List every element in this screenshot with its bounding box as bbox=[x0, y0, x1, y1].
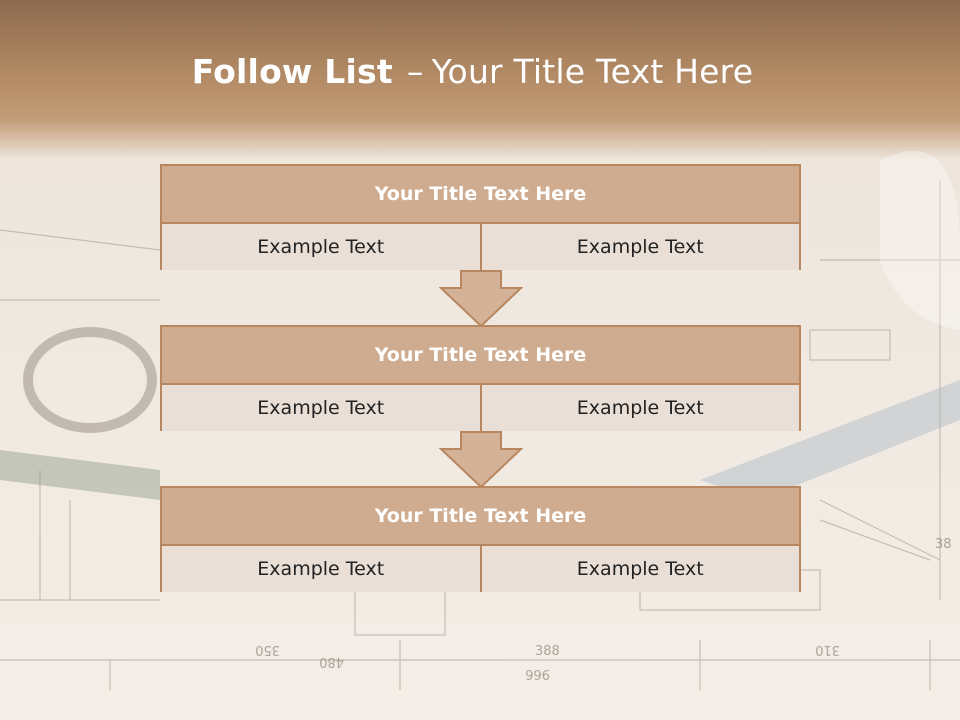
down-arrow-icon bbox=[439, 270, 523, 328]
step-cell-right: Example Text bbox=[481, 224, 799, 270]
step-row: Example Text Example Text bbox=[162, 385, 799, 431]
slide-title-rest: Your Title Text Here bbox=[431, 52, 754, 91]
step-title: Your Title Text Here bbox=[162, 327, 799, 385]
step-title: Your Title Text Here bbox=[162, 488, 799, 546]
scale-label: 350 bbox=[255, 642, 280, 657]
scale-label: 38 bbox=[935, 537, 952, 552]
step-cell-left: Example Text bbox=[162, 385, 482, 431]
step-cell-left: Example Text bbox=[162, 546, 482, 592]
scale-label: 966 bbox=[525, 666, 550, 681]
scale-label: 480 bbox=[319, 654, 344, 669]
down-arrow-icon bbox=[439, 431, 523, 489]
step-row: Example Text Example Text bbox=[162, 546, 799, 592]
step-title: Your Title Text Here bbox=[162, 166, 799, 224]
step-cell-right: Example Text bbox=[481, 385, 799, 431]
slide-title-dash: – bbox=[406, 52, 424, 91]
scale-label: 310 bbox=[815, 642, 840, 657]
slide-title: Follow List–Your Title Text Here bbox=[0, 52, 945, 91]
slide-title-bold: Follow List bbox=[191, 52, 393, 91]
step-box-3: Your Title Text Here Example Text Exampl… bbox=[160, 486, 801, 592]
scale-label: 388 bbox=[535, 644, 560, 659]
step-row: Example Text Example Text bbox=[162, 224, 799, 270]
step-box-1: Your Title Text Here Example Text Exampl… bbox=[160, 164, 801, 270]
step-box-2: Your Title Text Here Example Text Exampl… bbox=[160, 325, 801, 431]
step-cell-left: Example Text bbox=[162, 224, 482, 270]
step-cell-right: Example Text bbox=[481, 546, 799, 592]
